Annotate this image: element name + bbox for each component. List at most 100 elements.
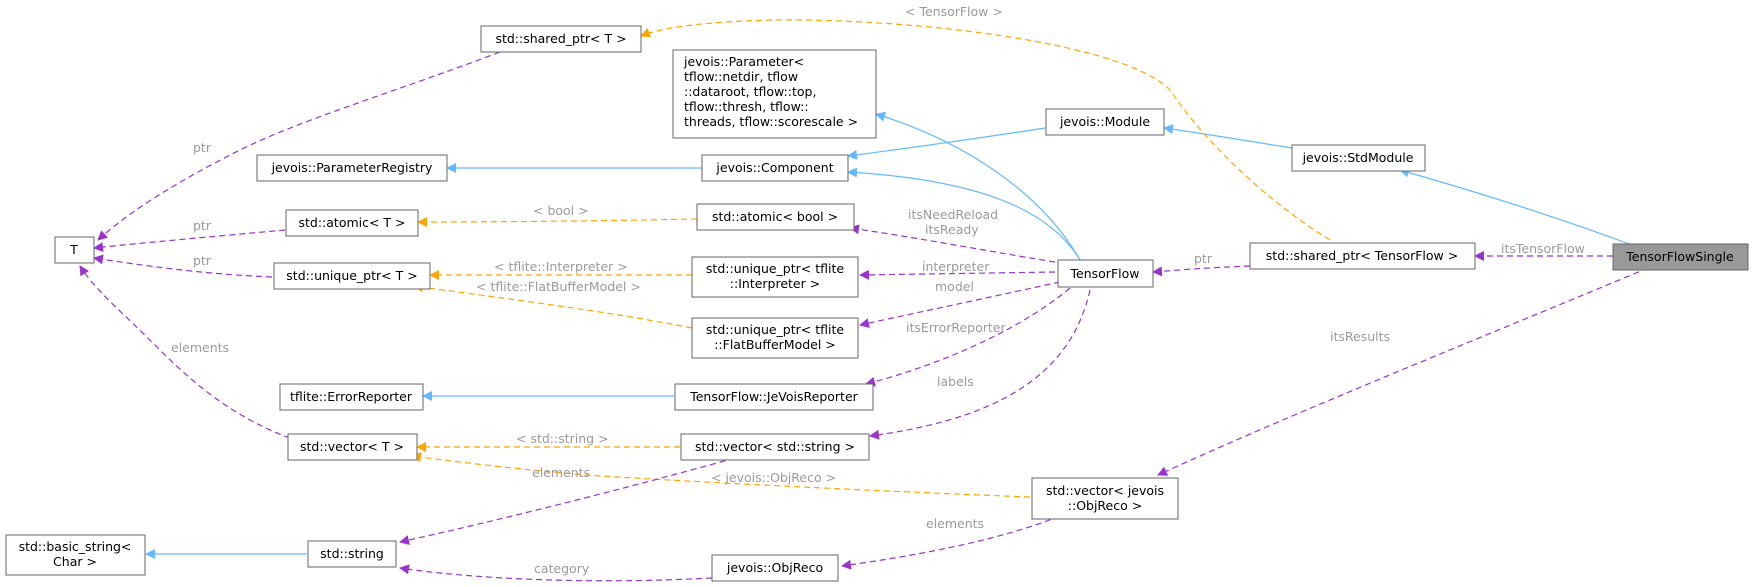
- node-label: std::vector< T >: [300, 439, 404, 454]
- edge-sharedtf-to-sharedT: [640, 19, 1331, 241]
- node-unique-ptr-interpreter[interactable]: std::unique_ptr< tflite ::Interpreter >: [691, 256, 859, 298]
- label-itstensorflow: itsTensorFlow: [1501, 241, 1585, 256]
- node-unique-ptr-t[interactable]: std::unique_ptr< T >: [273, 262, 431, 290]
- node-shared-ptr-tensorflow[interactable]: std::shared_ptr< TensorFlow >: [1249, 242, 1476, 270]
- node-atomic-bool[interactable]: std::atomic< bool >: [696, 203, 855, 231]
- node-jevois-component[interactable]: jevois::Component: [701, 154, 849, 182]
- label-itsneedreload: itsNeedReload: [908, 207, 998, 222]
- edge-atomicbool-to-atomicT: [417, 216, 698, 227]
- edges: [79, 19, 1649, 582]
- node-label-line2: ::FlatBufferModel >: [714, 337, 836, 352]
- edge-vectorobj-to-vectorT: [411, 452, 1031, 498]
- edge-vectorT-elements-to-T: [79, 265, 291, 439]
- label-objreco-template: < jevois::ObjReco >: [711, 470, 836, 485]
- edge-tensorflow-to-parameter: [875, 111, 1081, 261]
- node-label: std::unique_ptr< T >: [286, 268, 417, 283]
- node-label-line3: ::dataroot, tflow::top,: [684, 84, 816, 99]
- node-label-line5: threads, tflow::scorescale >: [684, 114, 858, 129]
- node-label: std::atomic< T >: [298, 215, 405, 230]
- node-label-line1: std::unique_ptr< tflite: [706, 322, 844, 337]
- node-label-line1: std::vector< jevois: [1046, 483, 1164, 498]
- node-label: TensorFlow::JeVoisReporter: [689, 389, 858, 404]
- node-jevois-parameterregistry[interactable]: jevois::ParameterRegistry: [256, 154, 448, 182]
- node-jevois-parameter[interactable]: jevois::Parameter< tflow::netdir, tflow …: [672, 49, 877, 139]
- label-interpreter-template: < tflite::Interpreter >: [494, 259, 628, 274]
- node-tensorflowsingle[interactable]: TensorFlowSingle: [1612, 243, 1749, 271]
- label-interpreter: interpreter: [922, 259, 990, 274]
- node-unique-ptr-flatbuffermodel[interactable]: std::unique_ptr< tflite ::FlatBufferMode…: [691, 317, 859, 359]
- edge-vectorobj-to-objreco: [841, 515, 1061, 570]
- edge-tensorflow-to-uniquefbm: [859, 281, 1061, 329]
- edge-tfsingle-to-vectorobj: [1157, 267, 1649, 476]
- node-tensorflow[interactable]: TensorFlow: [1057, 259, 1154, 288]
- node-label: std::shared_ptr< T >: [495, 31, 626, 46]
- label-ptr-unique: ptr: [193, 253, 212, 268]
- edge-tensorflow-to-atomicbool: [849, 224, 1056, 263]
- label-string-template: < std::string >: [516, 431, 609, 446]
- label-itsresults: itsResults: [1330, 329, 1390, 344]
- node-label: std::shared_ptr< TensorFlow >: [1266, 248, 1458, 263]
- node-vector-string[interactable]: std::vector< std::string >: [680, 433, 870, 461]
- edge-uniqueT-ptr-to-T: [93, 254, 273, 278]
- edge-atomicT-ptr-to-T: [93, 229, 286, 253]
- label-bool-template: < bool >: [533, 203, 589, 218]
- label-itserrorreporter: itsErrorReporter: [906, 320, 1006, 335]
- node-label: TensorFlowSingle: [1625, 249, 1734, 264]
- node-tflite-errorreporter[interactable]: tflite::ErrorReporter: [279, 383, 424, 411]
- node-label-line1: jevois::Parameter<: [683, 54, 804, 69]
- node-label-line1: std::unique_ptr< tflite: [706, 261, 844, 276]
- node-jevoisreporter[interactable]: TensorFlow::JeVoisReporter: [674, 383, 874, 411]
- node-label-line4: tflow::thresh, tflow::: [684, 99, 809, 114]
- label-ptr-shared: ptr: [193, 140, 212, 155]
- label-elements-string: elements: [532, 465, 590, 480]
- edge-tensorflow-to-jvreporter: [865, 287, 1071, 387]
- node-label-line2: Char >: [53, 554, 97, 569]
- node-basic-string[interactable]: std::basic_string< Char >: [5, 534, 146, 576]
- label-fbm-template: < tflite::FlatBufferModel >: [476, 279, 641, 294]
- node-label-line2: tflow::netdir, tflow: [684, 69, 798, 84]
- node-vector-objreco[interactable]: std::vector< jevois ::ObjReco >: [1031, 477, 1179, 520]
- node-label: jevois::Component: [715, 160, 833, 175]
- node-label: jevois::ObjReco: [726, 560, 823, 575]
- node-jevois-objreco[interactable]: jevois::ObjReco: [711, 554, 839, 582]
- edge-tfsingle-to-stdmodule: [1399, 167, 1641, 249]
- node-label-line1: std::basic_string<: [19, 539, 132, 554]
- nodes: std::shared_ptr< T > jevois::Parameter< …: [5, 25, 1749, 582]
- node-label: std::vector< std::string >: [695, 439, 855, 454]
- node-T[interactable]: T: [54, 236, 95, 264]
- edge-tensorflow-to-vectorstr: [869, 289, 1091, 440]
- label-ptr-tensorflow: ptr: [1194, 251, 1213, 266]
- edge-labels: < TensorFlow > ptr < bool > ptr ptr < tf…: [171, 4, 1585, 576]
- node-label: std::atomic< bool >: [712, 209, 838, 224]
- edge-tensorflow-to-uniqueinterp: [859, 269, 1056, 280]
- node-label-line2: ::ObjReco >: [1068, 498, 1142, 513]
- edge-uniquefbm-to-uniqueT: [413, 282, 693, 329]
- node-label: jevois::Module: [1059, 114, 1150, 129]
- node-jevois-stdmodule[interactable]: jevois::StdModule: [1291, 144, 1426, 172]
- label-tensorflow-template: < TensorFlow >: [905, 4, 1003, 19]
- edge-sharedT-ptr-to-T: [97, 51, 501, 241]
- edge-stdmodule-to-module: [1163, 124, 1293, 149]
- label-labels: labels: [937, 374, 974, 389]
- node-label: jevois::StdModule: [1302, 150, 1414, 165]
- node-label: TensorFlow: [1070, 266, 1140, 281]
- node-label: T: [69, 242, 78, 257]
- node-label-line2: ::Interpreter >: [730, 276, 820, 291]
- edge-vectorstr-to-string: [399, 457, 736, 545]
- label-elements-vectorT: elements: [171, 340, 229, 355]
- node-atomic-t[interactable]: std::atomic< T >: [285, 209, 419, 237]
- edge-module-to-component: [847, 127, 1046, 160]
- node-label: jevois::ParameterRegistry: [271, 160, 433, 175]
- label-category: category: [534, 561, 590, 576]
- label-ptr-atomic: ptr: [193, 218, 212, 233]
- node-jevois-module[interactable]: jevois::Module: [1045, 108, 1165, 136]
- node-label: std::string: [320, 546, 384, 561]
- node-shared-ptr-t[interactable]: std::shared_ptr< T >: [480, 25, 642, 53]
- node-vector-t[interactable]: std::vector< T >: [287, 433, 418, 461]
- edge-objreco-to-string: [399, 564, 713, 582]
- node-label: tflite::ErrorReporter: [290, 389, 413, 404]
- edge-sharedtf-ptr-to-tensorflow: [1152, 265, 1251, 277]
- label-model: model: [935, 279, 974, 294]
- node-std-string[interactable]: std::string: [307, 540, 397, 568]
